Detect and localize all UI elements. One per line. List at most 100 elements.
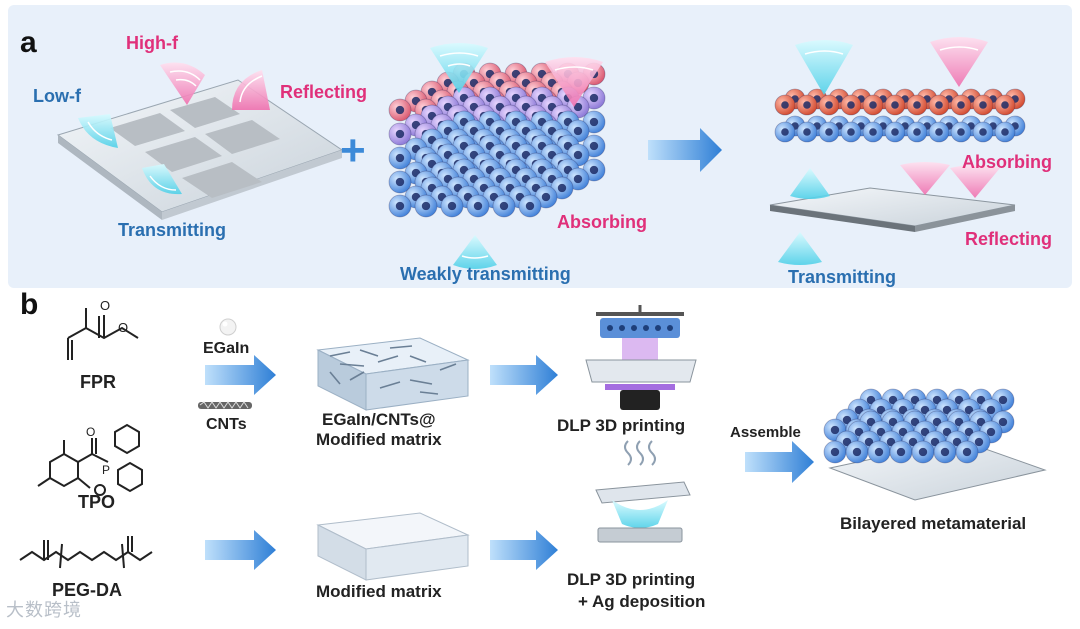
lattice-hole bbox=[891, 101, 899, 109]
lattice-hole bbox=[781, 128, 789, 136]
lattice-hole bbox=[952, 437, 962, 447]
fpr-label: FPR bbox=[80, 372, 116, 392]
cnt-tube-icon bbox=[198, 401, 252, 409]
lattice-hole bbox=[874, 447, 884, 457]
lattice-hole bbox=[573, 102, 583, 112]
lattice-hole bbox=[957, 101, 965, 109]
egain-droplet-icon bbox=[219, 318, 237, 336]
lattice-hole bbox=[421, 201, 431, 211]
svg-text:P: P bbox=[102, 463, 110, 477]
right-pink-wave-icon bbox=[900, 37, 1000, 198]
lattice-hole bbox=[976, 395, 986, 405]
lattice-hole bbox=[986, 405, 996, 415]
lattice-hole bbox=[913, 101, 921, 109]
fss-plate bbox=[56, 79, 344, 220]
lattice-hole bbox=[854, 427, 864, 437]
lattice-hole bbox=[395, 201, 405, 211]
composite-matrix-label-2: Modified matrix bbox=[316, 430, 442, 449]
low-f-label: Low-f bbox=[33, 86, 81, 106]
lattice-hole bbox=[986, 427, 996, 437]
lattice-hole bbox=[910, 395, 920, 405]
lattice-hole bbox=[888, 395, 898, 405]
incident-pink-wave-icon bbox=[545, 57, 603, 107]
lattice-hole bbox=[1001, 128, 1009, 136]
assemble-arrow bbox=[745, 441, 814, 483]
lattice-hole bbox=[932, 417, 942, 427]
arrow-matrix-to-print-top bbox=[490, 355, 558, 395]
lattice-hole bbox=[830, 447, 840, 457]
lattice-hole bbox=[395, 129, 405, 139]
lattice-hole bbox=[864, 437, 874, 447]
reflecting-label-right: Reflecting bbox=[965, 229, 1053, 249]
lattice-hole bbox=[935, 101, 943, 109]
lattice-hole bbox=[589, 117, 599, 127]
lattice-hole bbox=[920, 427, 930, 437]
lattice-hole bbox=[998, 417, 1008, 427]
lattice-hole bbox=[573, 150, 583, 160]
lattice-hole bbox=[825, 128, 833, 136]
lattice-hole bbox=[964, 427, 974, 437]
process-arrow bbox=[648, 128, 722, 172]
modified-matrix-label: Modified matrix bbox=[316, 582, 442, 601]
cnts-label: CNTs bbox=[206, 416, 247, 433]
lattice-hole bbox=[888, 417, 898, 427]
high-f-label: High-f bbox=[126, 33, 178, 53]
watermark-text: 大数跨境 bbox=[6, 600, 82, 620]
dlp-printing-label-top: DLP 3D printing bbox=[557, 416, 686, 435]
bilayer-slab bbox=[774, 88, 1026, 143]
lattice-hole bbox=[869, 101, 877, 109]
lattice-hole bbox=[891, 128, 899, 136]
svg-text:O: O bbox=[100, 298, 110, 313]
egain-label: EGaIn bbox=[203, 340, 250, 357]
bilayered-metamaterial bbox=[823, 388, 1047, 501]
lattice-hole bbox=[852, 447, 862, 457]
incident-cyan-wave-icon bbox=[430, 43, 488, 93]
lattice-hole bbox=[940, 447, 950, 457]
lattice-hole bbox=[979, 101, 987, 109]
lattice-hole bbox=[942, 427, 952, 437]
transmitting-wave-icon bbox=[142, 164, 182, 195]
lattice-hole bbox=[908, 437, 918, 447]
lattice-hole bbox=[847, 101, 855, 109]
arrow-pegda-to-matrix bbox=[205, 530, 276, 570]
ag-deposition-label: + Ag deposition bbox=[578, 592, 706, 611]
lattice-hole bbox=[830, 425, 840, 435]
lattice-hole bbox=[918, 447, 928, 457]
lattice-hole bbox=[979, 128, 987, 136]
lattice-hole bbox=[589, 165, 599, 175]
right-cyan-wave-icon bbox=[778, 40, 853, 265]
lattice-hole bbox=[896, 447, 906, 457]
arrow-egain-to-matrix bbox=[205, 355, 276, 395]
lattice-hole bbox=[395, 153, 405, 163]
lattice-hole bbox=[964, 405, 974, 415]
lattice-hole bbox=[842, 415, 852, 425]
lattice-hole bbox=[541, 192, 551, 202]
lattice-hole bbox=[910, 417, 920, 427]
svg-text:O: O bbox=[118, 320, 128, 335]
composite-matrix-block bbox=[316, 337, 470, 411]
lattice-hole bbox=[1001, 101, 1009, 109]
pegda-label: PEG-DA bbox=[52, 580, 123, 600]
tpo-structure-icon: O P bbox=[37, 423, 143, 496]
lattice-hole bbox=[499, 201, 509, 211]
lattice-hole bbox=[942, 405, 952, 415]
lattice-hole bbox=[847, 128, 855, 136]
reflecting-label-left: Reflecting bbox=[280, 82, 368, 102]
assemble-label: Assemble bbox=[730, 424, 801, 441]
lattice-hole bbox=[876, 405, 886, 415]
composite-matrix-label-1: EGaIn/CNTs@ bbox=[322, 410, 436, 429]
lattice-hole bbox=[395, 177, 405, 187]
weakly-transmitting-label: Weakly transmitting bbox=[400, 264, 571, 284]
lattice-hole bbox=[573, 126, 583, 136]
modified-matrix-block bbox=[316, 512, 470, 581]
lattice-hole bbox=[898, 427, 908, 437]
dlp-printer-top bbox=[585, 305, 697, 410]
reflecting-wave-icon bbox=[232, 70, 270, 110]
lattice-hole bbox=[573, 174, 583, 184]
lattice-hole bbox=[525, 201, 535, 211]
lattice-hole bbox=[825, 101, 833, 109]
lattice-hole bbox=[957, 128, 965, 136]
lattice-hole bbox=[935, 128, 943, 136]
lattice-hole bbox=[920, 405, 930, 415]
